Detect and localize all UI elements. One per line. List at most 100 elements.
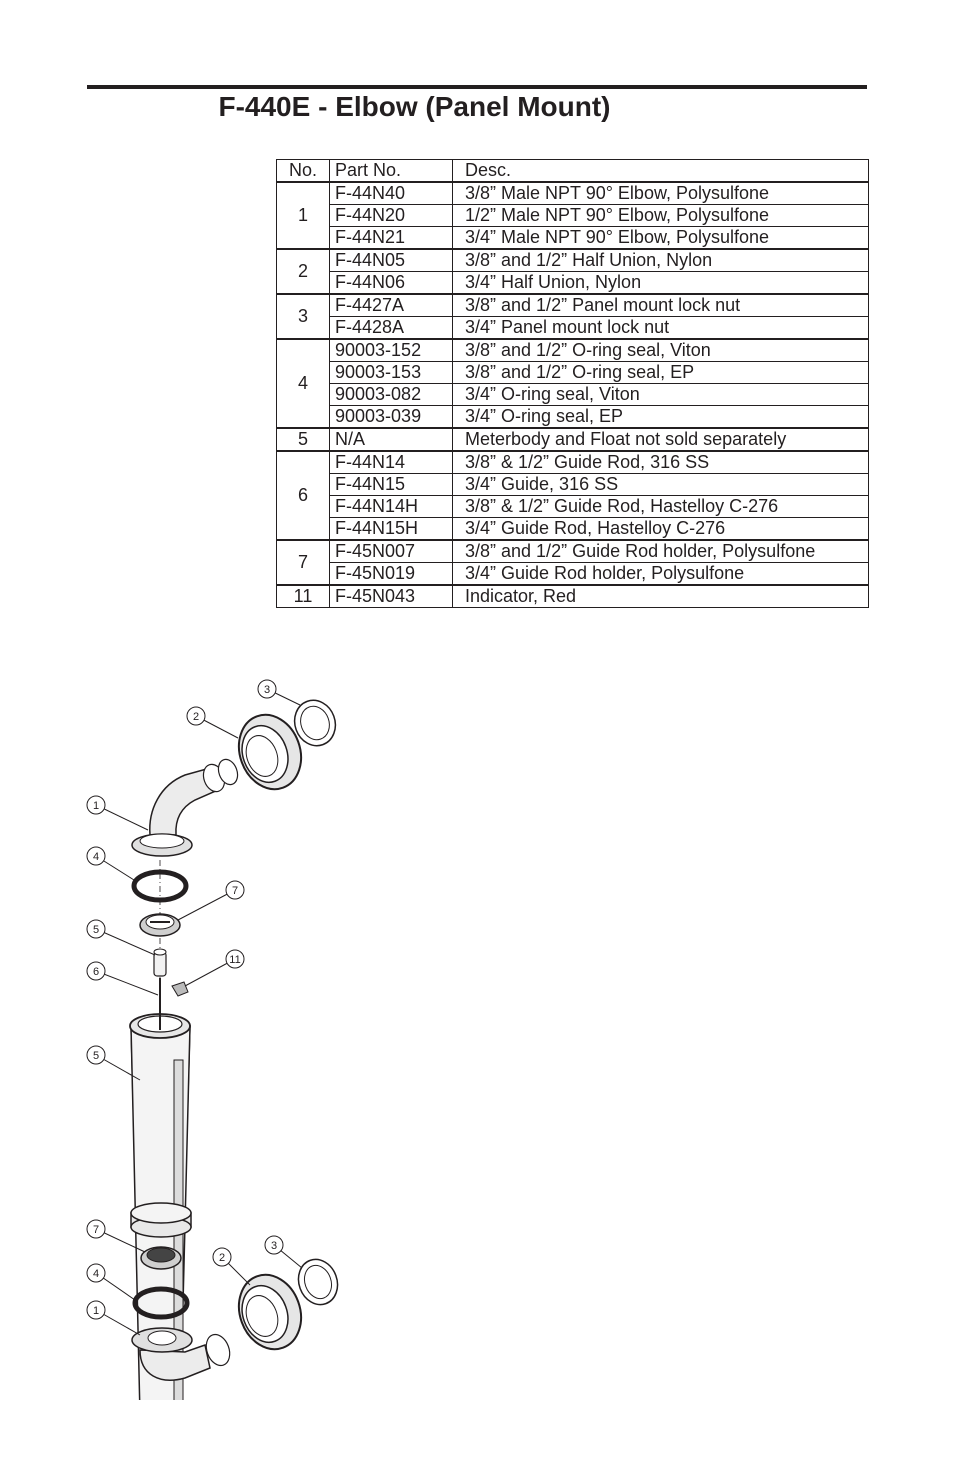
- callout-number: 7: [93, 1224, 99, 1236]
- callout-circle: [86, 795, 106, 815]
- callout-circle: [86, 961, 106, 981]
- part-number-cell: 90003-152: [329, 338, 453, 362]
- item-number-cell: 1: [276, 181, 330, 250]
- callout-circle: [86, 1219, 106, 1239]
- description-cell: 3/8” & 1/2” Guide Rod, Hastelloy C-276: [452, 495, 869, 518]
- top-lock-nut: [293, 699, 337, 747]
- meterbody-base: [130, 1202, 192, 1238]
- page-title: F-440E - Elbow (Panel Mount): [218, 91, 611, 122]
- item-number-cell: 3: [276, 293, 330, 340]
- part-number-cell: F-44N15H: [329, 517, 453, 541]
- callout-circle: [186, 706, 206, 726]
- description-cell: 1/2” Male NPT 90° Elbow, Polysulfone: [452, 204, 869, 227]
- callout-circle: [225, 880, 245, 900]
- description-cell: 3/4” O-ring seal, EP: [452, 405, 869, 429]
- callout-leader-line: [95, 970, 159, 996]
- item-number-cell: 11: [276, 584, 330, 608]
- callout-leader-line: [177, 889, 236, 921]
- callout-number: 4: [93, 851, 99, 863]
- part-number-cell: 90003-153: [329, 361, 453, 384]
- part-number-cell: F-44N14H: [329, 495, 453, 518]
- part-number-cell: F-45N043: [329, 584, 453, 608]
- description-cell: 3/4” Guide, 316 SS: [452, 473, 869, 496]
- item-number-cell: 7: [276, 539, 330, 586]
- description-cell: 3/4” Panel mount lock nut: [452, 316, 869, 340]
- description-cell: 3/4” Guide Rod, Hastelloy C-276: [452, 517, 869, 541]
- description-cell: 3/8” and 1/2” O-ring seal, EP: [452, 361, 869, 384]
- callout-circle: [86, 1045, 106, 1065]
- callout-number: 6: [93, 966, 99, 978]
- callout-circle: [86, 1300, 106, 1320]
- bottom-elbow: [131, 1327, 231, 1381]
- item-number-cell: 6: [276, 450, 330, 541]
- callout-number: 7: [232, 885, 238, 897]
- callout-circle: [212, 1247, 232, 1267]
- description-cell: 3/4” Male NPT 90° Elbow, Polysulfone: [452, 226, 869, 250]
- description-cell: 3/4” Half Union, Nylon: [452, 271, 869, 295]
- item-number-cell: 4: [276, 338, 330, 429]
- callout-number: 5: [93, 924, 99, 936]
- float: [153, 948, 167, 977]
- bottom-lock-nut: [297, 1258, 339, 1306]
- part-number-cell: F-44N15: [329, 473, 453, 496]
- callout-number: 5: [93, 1050, 99, 1062]
- callout-number: 1: [93, 1305, 99, 1317]
- callout-circle: [86, 846, 106, 866]
- callout-circle: [225, 949, 245, 969]
- part-number-cell: F-4428A: [329, 316, 453, 340]
- description-cell: 3/8” and 1/2” O-ring seal, Viton: [452, 338, 869, 362]
- description-cell: 3/8” Male NPT 90° Elbow, Polysulfone: [452, 181, 869, 205]
- top-half-union: [237, 713, 303, 791]
- callout-number: 2: [219, 1252, 225, 1264]
- callout-number: 4: [93, 1268, 99, 1280]
- table-header-row: No. Part No. Desc.: [276, 159, 869, 183]
- part-number-cell: F-44N14: [329, 450, 453, 474]
- part-number-cell: 90003-039: [329, 405, 453, 429]
- description-cell: 3/4” Guide Rod holder, Polysulfone: [452, 562, 869, 586]
- part-number-cell: N/A: [329, 427, 453, 452]
- callout-circle: [257, 679, 277, 699]
- description-cell: 3/8” and 1/2” Panel mount lock nut: [452, 293, 869, 317]
- bottom-guide-rod-holder: [140, 1246, 182, 1270]
- callout-number: 3: [264, 684, 270, 696]
- bottom-half-union: [237, 1273, 303, 1351]
- part-number-cell: F-44N06: [329, 271, 453, 295]
- item-number-cell: 5: [276, 427, 330, 452]
- part-number-cell: F-44N20: [329, 204, 453, 227]
- indicator: [171, 981, 189, 997]
- description-cell: Meterbody and Float not sold separately: [452, 427, 869, 452]
- top-o-ring: [131, 869, 189, 903]
- part-number-cell: 90003-082: [329, 383, 453, 406]
- header-desc: Desc.: [452, 159, 869, 183]
- description-cell: 3/4” O-ring seal, Viton: [452, 383, 869, 406]
- callout-number: 11: [229, 954, 240, 966]
- part-number-cell: F-44N05: [329, 248, 453, 272]
- callout-leader-line: [95, 804, 149, 831]
- description-cell: 3/8” and 1/2” Guide Rod holder, Polysulf…: [452, 539, 869, 563]
- callout-circle: [86, 1263, 106, 1283]
- header-part-no: Part No.: [329, 159, 453, 183]
- callout-number: 1: [93, 800, 99, 812]
- item-number-cell: 2: [276, 248, 330, 295]
- bottom-o-ring: [132, 1286, 190, 1320]
- top-elbow: [131, 758, 239, 857]
- callout-number: 3: [271, 1240, 277, 1252]
- description-cell: 3/8” and 1/2” Half Union, Nylon: [452, 248, 869, 272]
- top-rule: [87, 85, 867, 89]
- callout-circle: [264, 1235, 284, 1255]
